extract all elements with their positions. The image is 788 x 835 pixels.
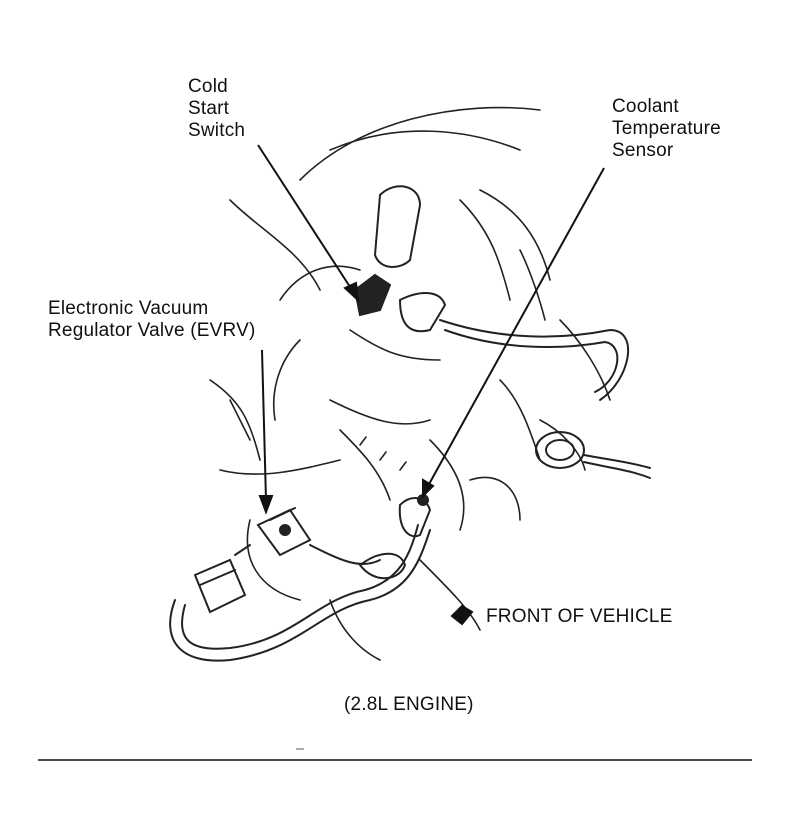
- cold-start-switch-body: [353, 185, 447, 333]
- engine-caption: (2.8L ENGINE): [344, 694, 474, 715]
- evrv-arrow: [258, 349, 274, 515]
- coolant-sensor-line-1: Coolant: [612, 96, 679, 117]
- coolant-sensor-line-2: Temperature: [612, 118, 721, 139]
- engine-block-sketch: [209, 106, 611, 661]
- cold-start-switch-line-3: Switch: [188, 120, 246, 141]
- cold-start-switch-arrow: [257, 144, 360, 303]
- front-of-vehicle-arrow-icon: [450, 604, 474, 626]
- cold-start-switch-line-1: Cold: [188, 76, 228, 97]
- coolant-sensor-arrow: [422, 167, 605, 499]
- evrv-and-lower-harness: [169, 494, 432, 662]
- cold-start-switch-label: Cold Start Switch: [188, 76, 245, 142]
- cold-start-switch-line-2: Start: [188, 98, 230, 119]
- upper-wire-harness: [439, 319, 651, 479]
- evrv-line-2: Regulator Valve (EVRV): [48, 320, 256, 341]
- evrv-line-1: Electronic Vacuum: [48, 298, 209, 319]
- evrv-label: Electronic Vacuum Regulator Valve (EVRV): [48, 298, 256, 342]
- front-of-vehicle-label: FRONT OF VEHICLE: [486, 606, 673, 627]
- coolant-sensor-line-3: Sensor: [612, 140, 674, 161]
- coolant-sensor-label: Coolant Temperature Sensor: [612, 96, 721, 162]
